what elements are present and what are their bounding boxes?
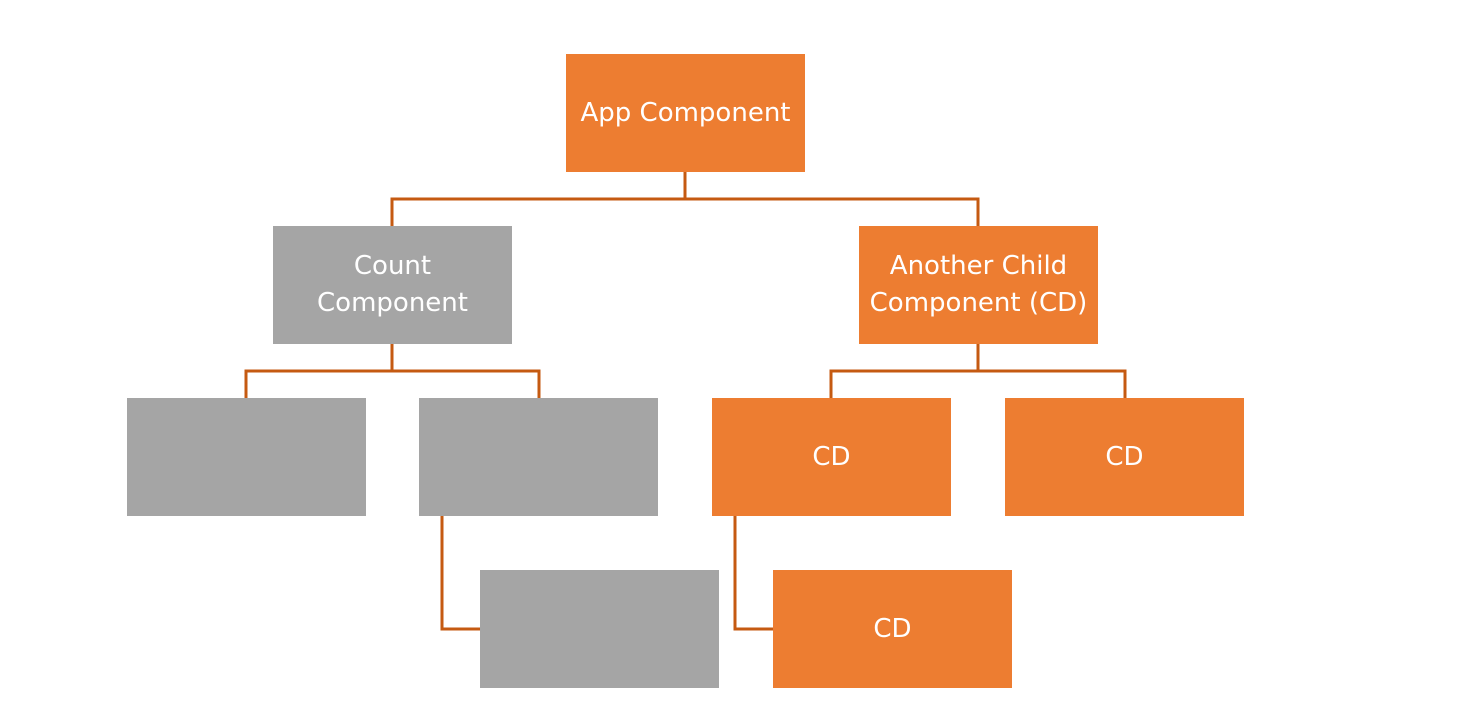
connector-another-children [829, 369, 1127, 398]
node-cd-2: CD [1005, 398, 1244, 516]
node-app-component: App Component [566, 54, 805, 172]
connector-gray2-gray3 [440, 516, 480, 631]
node-cd-1: CD [712, 398, 951, 516]
connector-app-count [390, 197, 980, 226]
node-label: CD [1105, 441, 1144, 472]
node-label: Another Child Component (CD) [869, 251, 1088, 318]
node-cd-3: CD [773, 570, 1012, 688]
node-label: CD [873, 613, 912, 644]
node-label: App Component [580, 97, 791, 128]
node-gray-child-2 [419, 398, 658, 516]
node-gray-grandchild [480, 570, 719, 688]
node-label: CD [812, 441, 851, 472]
connector-count-children [244, 369, 541, 398]
node-another-child-component: Another Child Component (CD) [859, 226, 1098, 344]
connector-cd1-cd3 [733, 516, 773, 631]
node-gray-child-1 [127, 398, 366, 516]
node-count-component: Count Component [273, 226, 512, 344]
node-label: Count Component [317, 251, 468, 318]
